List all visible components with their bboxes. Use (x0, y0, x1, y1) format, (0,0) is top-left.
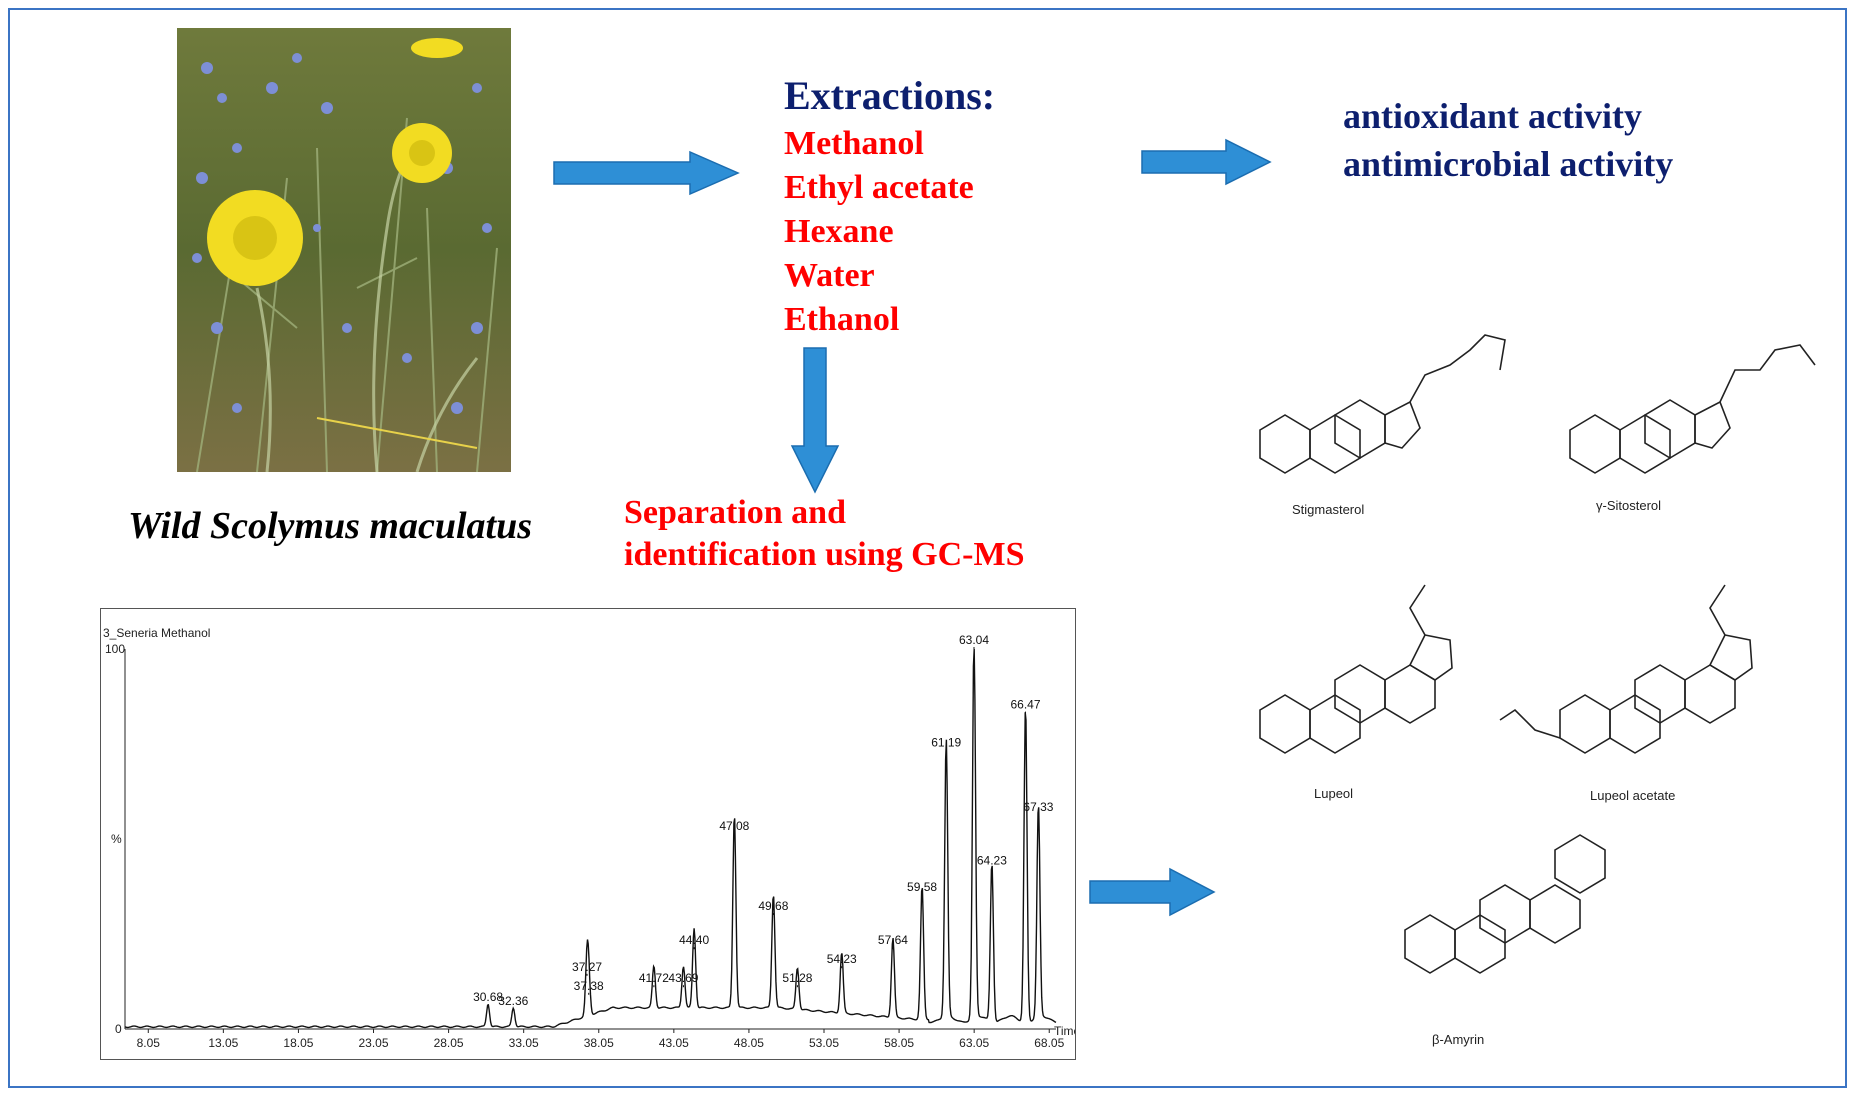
peak-label: 51.28 (782, 971, 812, 985)
peak-label: 64.23 (977, 853, 1007, 867)
x-tick-label: 28.05 (434, 1036, 464, 1050)
separation-line: identification using GC-MS (624, 536, 1025, 573)
amyrin-structure (1404, 834, 1606, 974)
compound-label: Lupeol acetate (1590, 788, 1676, 803)
x-tick-label: 48.05 (734, 1036, 764, 1050)
peak-label: 43.69 (668, 971, 698, 985)
peak-label: 63.04 (959, 633, 989, 647)
arrow-right-icon (1089, 867, 1216, 917)
chromatogram: 3_Seneria Methanol 100 0% Time 8.05 13.05 18.0… (100, 608, 1081, 1060)
plant-photo (177, 28, 511, 472)
stigmasterol-structure (1259, 334, 1506, 474)
arrow-right-icon (1141, 138, 1272, 186)
peak-label: 41.72 (639, 971, 669, 985)
peak-label: 54.23 (827, 952, 857, 966)
peak-label: 57.64 (878, 933, 908, 947)
peak-label: 37.27 (572, 960, 602, 974)
compound-label: Stigmasterol (1292, 502, 1365, 517)
x-tick-label: 18.05 (283, 1036, 313, 1050)
x-tick-label: 58.05 (884, 1036, 914, 1050)
x-tick-label: 43.05 (659, 1036, 689, 1050)
peak-label: 49.68 (758, 899, 788, 913)
separation-text: Separation and identification using GC-M… (624, 492, 1024, 576)
arrow-down-icon (790, 347, 840, 494)
x-axis-label: Time (1054, 1024, 1075, 1038)
plant-caption: Wild Scolymus maculatus (128, 505, 532, 547)
peak-label: 61.19 (931, 736, 961, 750)
x-tick-label: 13.05 (208, 1036, 238, 1050)
chromatogram-plot: 3_Seneria Methanol 100 0% Time 8.05 13.05 18.0… (103, 626, 1081, 1050)
sitosterol-structure (1569, 344, 1816, 474)
figure-frame (8, 8, 1847, 1088)
compound-label: β-Amyrin (1432, 1032, 1485, 1047)
x-tick-label: 38.05 (584, 1036, 614, 1050)
peak-label: 37.38 (574, 979, 604, 993)
y-tick-label: 0 (115, 1022, 122, 1036)
x-tick-label: 8.05 (137, 1036, 161, 1050)
lupeol-acetate-structure (1499, 584, 1753, 754)
extractions-title: Extractions: (784, 73, 996, 118)
compound-label: γ-Sitosterol (1596, 498, 1662, 513)
peak-label: 44.40 (679, 933, 709, 947)
peak-label: 32.36 (498, 994, 528, 1008)
solvent-list: Methanol Ethyl acetate Hexane Water Etha… (784, 122, 974, 342)
x-tick-label: 68.05 (1034, 1036, 1064, 1050)
y-tick-label: 100 (105, 642, 125, 656)
peak-label: 47.08 (719, 819, 749, 833)
peak-label: 67.33 (1023, 800, 1053, 814)
x-tick-label: 33.05 (509, 1036, 539, 1050)
activity-item: antimicrobial activity (1343, 144, 1674, 184)
solvent-item: Methanol (784, 125, 924, 162)
arrow-right-icon (553, 150, 740, 196)
compound-label: Lupeol (1314, 786, 1354, 801)
chart-title: 3_Seneria Methanol (103, 626, 210, 640)
separation-line: Separation and (624, 494, 846, 531)
chromatogram-trace (124, 648, 1057, 1029)
yellow-flower (207, 190, 303, 286)
solvent-item: Ethanol (784, 301, 900, 338)
y-axis-label: % (111, 832, 122, 846)
x-tick-label: 23.05 (359, 1036, 389, 1050)
lupeol-structure (1259, 584, 1453, 754)
activities: antioxidant activity antimicrobial activ… (1343, 92, 1673, 188)
solvent-item: Hexane (784, 213, 894, 250)
activity-item: antioxidant activity (1343, 96, 1643, 136)
peak-label: 30.68 (473, 990, 503, 1004)
solvent-item: Water (784, 257, 875, 294)
peak-label: 66.47 (1011, 698, 1041, 712)
solvent-item: Ethyl acetate (784, 169, 974, 206)
x-tick-label: 63.05 (959, 1036, 989, 1050)
peak-label: 59.58 (907, 880, 937, 894)
chemical-structures (1259, 334, 1816, 974)
x-tick-label: 53.05 (809, 1036, 839, 1050)
